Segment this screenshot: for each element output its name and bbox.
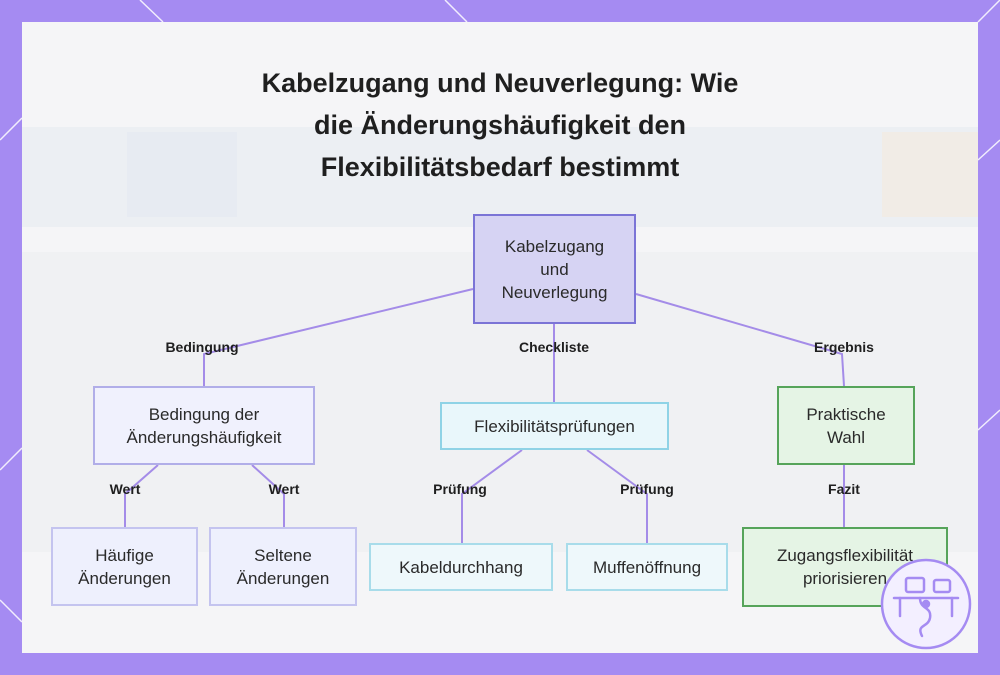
node-frequent-line-1: Häufige: [95, 545, 154, 565]
edge-label-check-left: Prüfung: [433, 481, 487, 497]
node-root-line-1: Kabelzugang: [504, 236, 605, 256]
edge-label-value-right: Wert: [268, 481, 300, 497]
node-condition: Bedingung der Änderungshäufigkeit: [93, 386, 315, 465]
edge-label-condition: Bedingung: [165, 339, 239, 355]
node-checks-line-1: Flexibilitätsprüfungen: [474, 416, 635, 436]
title-line-3: Flexibilitätsbedarf bestimmt: [320, 152, 680, 182]
node-condition-line-2: Änderungshäufigkeit: [126, 427, 282, 447]
edge-root-choice: [635, 293, 845, 387]
node-priority-line-2: priorisieren: [802, 569, 888, 588]
node-choice-line-2: Wahl: [826, 427, 866, 447]
edge-condition-rare: [251, 464, 285, 527]
edge-label-conclusion: Fazit: [828, 481, 860, 497]
diagram-title: Kabelzugang und Neuverlegung: Wie die Än…: [200, 62, 800, 188]
node-sleeve: Muffenöffnung: [566, 543, 728, 591]
node-root: Kabelzugang und Neuverlegung: [473, 214, 636, 324]
edge-checks-sag: [461, 449, 523, 543]
node-root-line-2: und: [540, 259, 569, 279]
node-frequent: Häufige Änderungen: [51, 527, 198, 606]
edge-checks-sleeve: [586, 449, 648, 543]
diagram-edges: [124, 288, 845, 543]
edge-label-value-left: Wert: [109, 481, 141, 497]
edge-condition-frequent: [124, 464, 159, 527]
node-checks: Flexibilitätsprüfungen: [440, 402, 669, 450]
node-rare-line-1: Seltene: [254, 545, 312, 565]
node-choice-line-1: Praktische: [806, 404, 886, 424]
edge-root-condition: [203, 288, 474, 386]
node-rare: Seltene Änderungen: [209, 527, 357, 606]
diagram-panel: Kabelzugang und Neuverlegung: Wie die Än…: [22, 22, 978, 653]
edge-label-check-right: Prüfung: [620, 481, 674, 497]
node-sleeve-line-1: Muffenöffnung: [592, 557, 702, 577]
node-root-line-3: Neuverlegung: [501, 282, 608, 302]
edge-label-checklist: Checkliste: [518, 339, 590, 355]
node-choice: Praktische Wahl: [777, 386, 915, 465]
node-sag-line-1: Kabeldurchhang: [399, 557, 523, 577]
node-priority-line-1: Zugangsflexibilität: [776, 546, 914, 565]
edge-label-result: Ergebnis: [814, 339, 874, 355]
title-line-1: Kabelzugang und Neuverlegung: Wie: [261, 68, 739, 98]
node-frequent-line-2: Änderungen: [78, 568, 171, 588]
node-condition-line-1: Bedingung der: [148, 404, 260, 424]
node-sag: Kabeldurchhang: [369, 543, 553, 591]
title-line-2: die Änderungshäufigkeit den: [313, 110, 687, 140]
node-rare-line-2: Änderungen: [236, 568, 330, 588]
workstation-logo-icon: [880, 558, 972, 650]
